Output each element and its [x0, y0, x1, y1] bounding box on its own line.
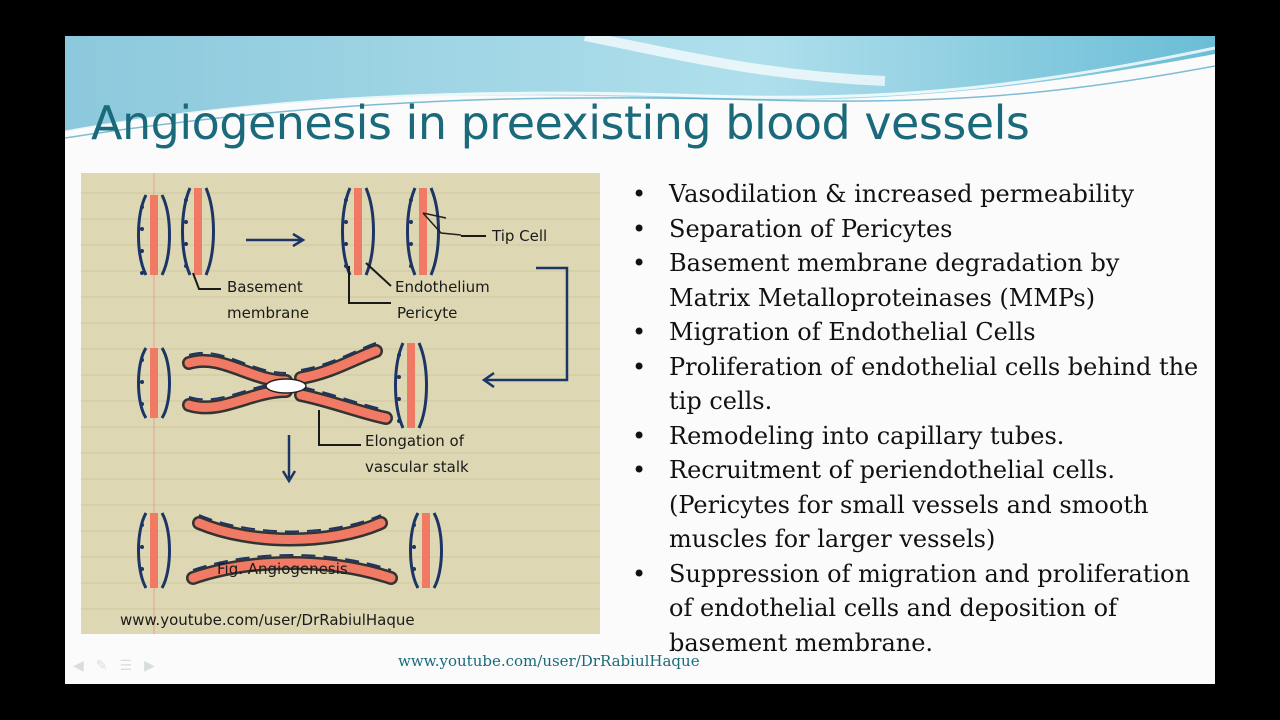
figure-drawing	[81, 173, 600, 634]
prev-icon[interactable]: ◀	[73, 658, 84, 674]
bullet-list: Vasodilation & increased permeability Se…	[630, 177, 1205, 660]
diagram-arrows	[246, 232, 569, 484]
bullet-item: Remodeling into capillary tubes.	[630, 419, 1205, 454]
leader-lines	[192, 235, 486, 446]
figure-watermark: www.youtube.com/user/DrRabiulHaque	[120, 611, 415, 629]
bullet-item: Separation of Pericytes	[630, 212, 1205, 247]
label-pericyte: Pericyte	[397, 304, 458, 322]
label-basement-1: Basement	[227, 278, 303, 296]
slide-nav: ◀ ✎ ☰ ▶	[73, 658, 155, 674]
pen-icon[interactable]: ✎	[95, 658, 108, 674]
bullet-item: Migration of Endothelial Cells	[630, 315, 1205, 350]
angiogenesis-figure: Tip Cell Basement membrane Endothelium P…	[81, 173, 600, 634]
figure-caption: Fig. Angiogenesis	[217, 560, 348, 578]
footer-url: www.youtube.com/user/DrRabiulHaque	[398, 652, 700, 670]
slide-title: Angiogenesis in preexisting blood vessel…	[91, 96, 1030, 150]
label-elongation-1: Elongation of	[365, 432, 465, 450]
label-tip-cell: Tip Cell	[492, 227, 548, 245]
bullet-item: Basement membrane degradation by Matrix …	[630, 246, 1205, 315]
menu-icon[interactable]: ☰	[119, 658, 133, 674]
next-icon[interactable]: ▶	[144, 658, 155, 674]
bullet-item: Proliferation of endothelial cells behin…	[630, 350, 1205, 419]
bullet-item: Suppression of migration and proliferati…	[630, 557, 1205, 661]
label-endothelium: Endothelium	[395, 278, 490, 296]
label-basement-2: membrane	[227, 304, 310, 322]
slide: Angiogenesis in preexisting blood vessel…	[65, 36, 1215, 684]
bullet-item: Vasodilation & increased permeability	[630, 177, 1205, 212]
vessel-drawings	[137, 187, 462, 589]
bullet-item: Recruitment of periendothelial cells. (P…	[630, 453, 1205, 557]
header-wave	[65, 36, 1215, 139]
label-elongation-2: vascular stalk	[365, 458, 469, 476]
